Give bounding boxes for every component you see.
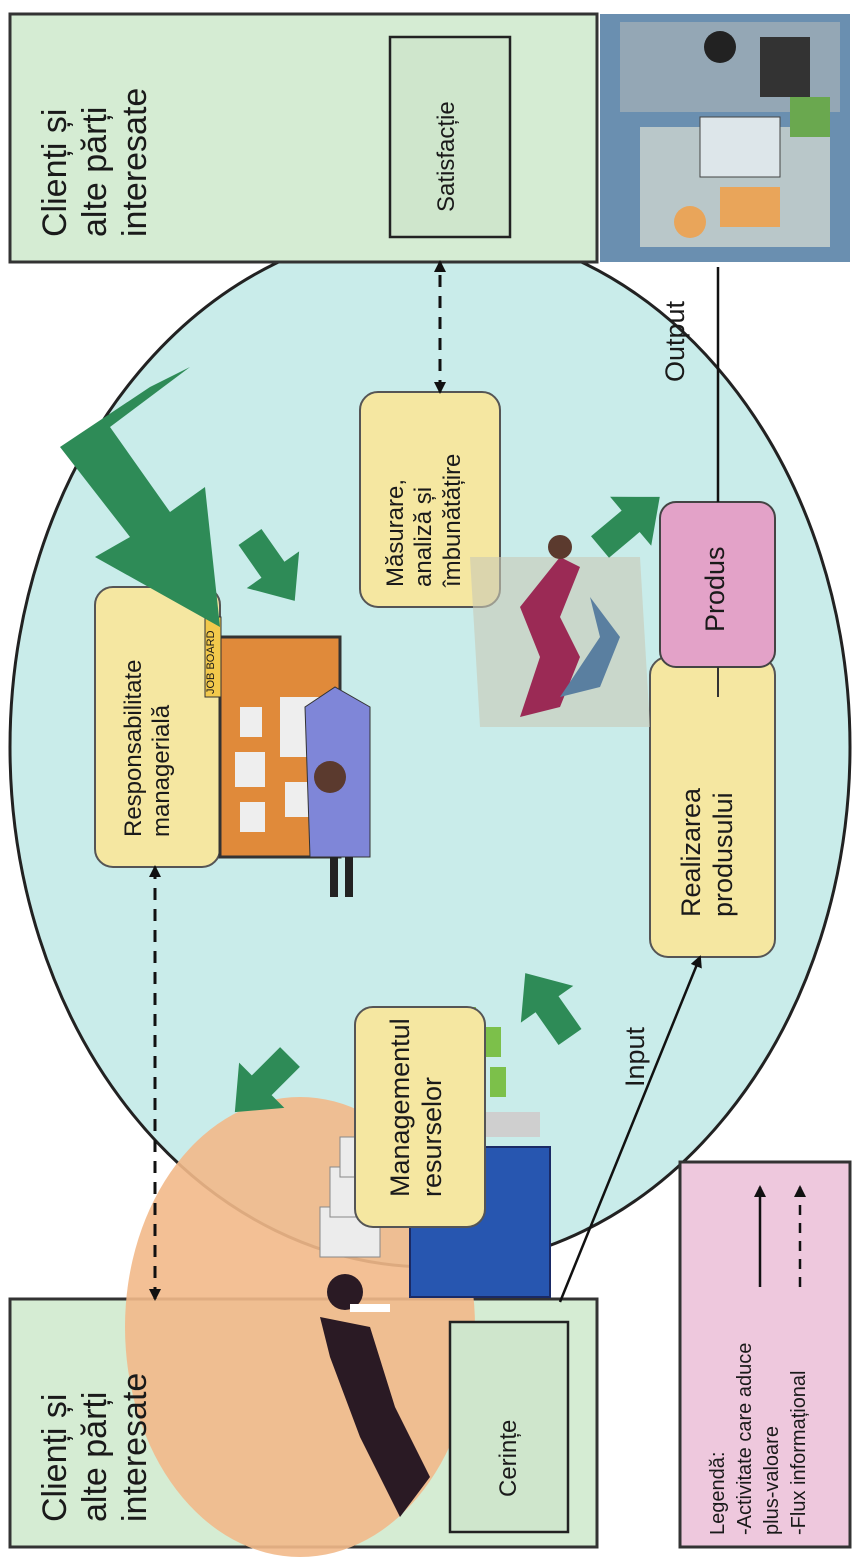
job-board-illustration — [204, 616, 371, 897]
measurement-improvement-label: Măsurare, analiză și îmbunătățire — [382, 453, 466, 587]
resource-management-box — [354, 1006, 486, 1228]
management-responsibility-label: Responsabilitate managerială — [120, 659, 176, 837]
climbing-people-illustration — [470, 535, 650, 727]
right-stakeholders-title: Clienți și alte părți interesate — [36, 87, 155, 237]
office-desk-illustration — [600, 14, 850, 262]
legend-text: Legendă: -Activitate care aduce plus-val… — [707, 1342, 810, 1535]
measurement-improvement-box — [359, 391, 501, 608]
job-board-label: JOB BOARD — [205, 630, 217, 694]
arrow-management-to-resources — [234, 1047, 300, 1113]
input-arrow — [558, 955, 702, 1303]
arrow-realization-to-measurement — [591, 496, 660, 558]
left-stakeholders-title: Clienți și alte părți interesate — [36, 1372, 155, 1522]
legend-box — [678, 1160, 852, 1549]
product-realization-label: Realizarea produsului — [676, 787, 738, 917]
input-label: Input — [620, 1026, 650, 1087]
requirements-box — [448, 1320, 570, 1534]
requirements-label: Cerințe — [495, 1419, 522, 1497]
satisfaction-box — [388, 35, 512, 239]
arrow-measurement-to-management — [238, 528, 300, 601]
output-label: Output — [660, 300, 690, 382]
big-feedback-arrow — [60, 367, 220, 627]
value-flow-arrows — [60, 367, 660, 1113]
resource-management-label: Managementul resurselor — [385, 1018, 447, 1197]
satisfaction-label: Satisfacție — [433, 101, 460, 212]
product-label: Produs — [700, 546, 730, 632]
arrow-resources-to-realization — [520, 973, 582, 1046]
